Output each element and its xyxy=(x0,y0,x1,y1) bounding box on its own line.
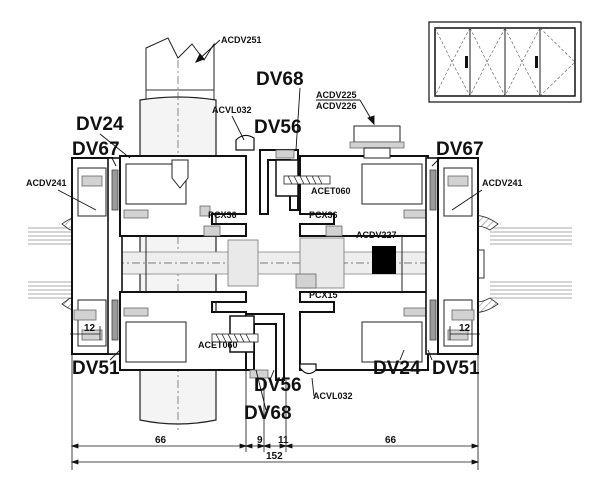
right-sash xyxy=(299,155,429,371)
label-dv24-left: DV24 xyxy=(76,114,124,135)
leader-lines xyxy=(57,39,483,411)
dim-11: 11 xyxy=(278,435,289,446)
glass-right xyxy=(455,215,572,313)
dimension-values: 66 9 11 66 152 12 12 xyxy=(84,323,471,462)
right-outer-frame xyxy=(425,157,479,355)
label-acdv227: ACDV227 xyxy=(356,230,397,240)
label-dv24-right: DV24 xyxy=(373,358,421,379)
dim-12-right: 12 xyxy=(459,323,471,334)
label-dv67-right: DV67 xyxy=(436,139,484,160)
label-acdv225: ACDV225 xyxy=(316,90,357,100)
left-outer-frame xyxy=(71,157,123,355)
dim-12-left: 12 xyxy=(84,323,96,334)
screw-acet060-top xyxy=(283,175,331,185)
profile-labels: DV68 DV56 DV24 DV67 DV67 DV51 DV24 DV51 … xyxy=(26,35,523,424)
label-acdv226: ACDV226 xyxy=(316,101,357,111)
label-dv51-right: DV51 xyxy=(432,358,480,379)
label-acdv241-right: ACDV241 xyxy=(482,178,523,188)
center-band xyxy=(100,237,456,289)
label-pcx15: PCX15 xyxy=(309,290,338,300)
label-dv56-top: DV56 xyxy=(254,117,302,138)
dim-66-right: 66 xyxy=(385,435,397,446)
dim-66-left: 66 xyxy=(155,435,167,446)
label-dv67-left: DV67 xyxy=(72,139,120,160)
label-acdv251: ACDV251 xyxy=(221,35,262,45)
center-interlock xyxy=(211,134,331,381)
left-sash xyxy=(119,155,247,371)
label-acvl032-bottom: ACVL032 xyxy=(313,391,353,401)
label-acdv241-left: ACDV241 xyxy=(26,178,67,188)
dimension-lines xyxy=(70,326,480,470)
elevation-inset xyxy=(428,21,582,103)
dim-9: 9 xyxy=(257,435,263,446)
label-acvl032-top: ACVL032 xyxy=(212,105,252,115)
label-acet060-bottom: ACET060 xyxy=(198,340,238,350)
dim-152-total: 152 xyxy=(266,451,283,462)
gaskets-and-blocks xyxy=(203,125,405,289)
label-dv68-top: DV68 xyxy=(256,69,304,90)
label-pcx36-right: PCX36 xyxy=(309,210,338,220)
screw-acet060-bottom xyxy=(211,333,259,343)
label-dv51-left: DV51 xyxy=(72,358,120,379)
label-dv68-bottom: DV68 xyxy=(244,403,292,424)
label-pcx36-left: PCX36 xyxy=(208,210,237,220)
label-dv56-bottom: DV56 xyxy=(254,375,302,396)
label-acet060-top: ACET060 xyxy=(311,186,351,196)
